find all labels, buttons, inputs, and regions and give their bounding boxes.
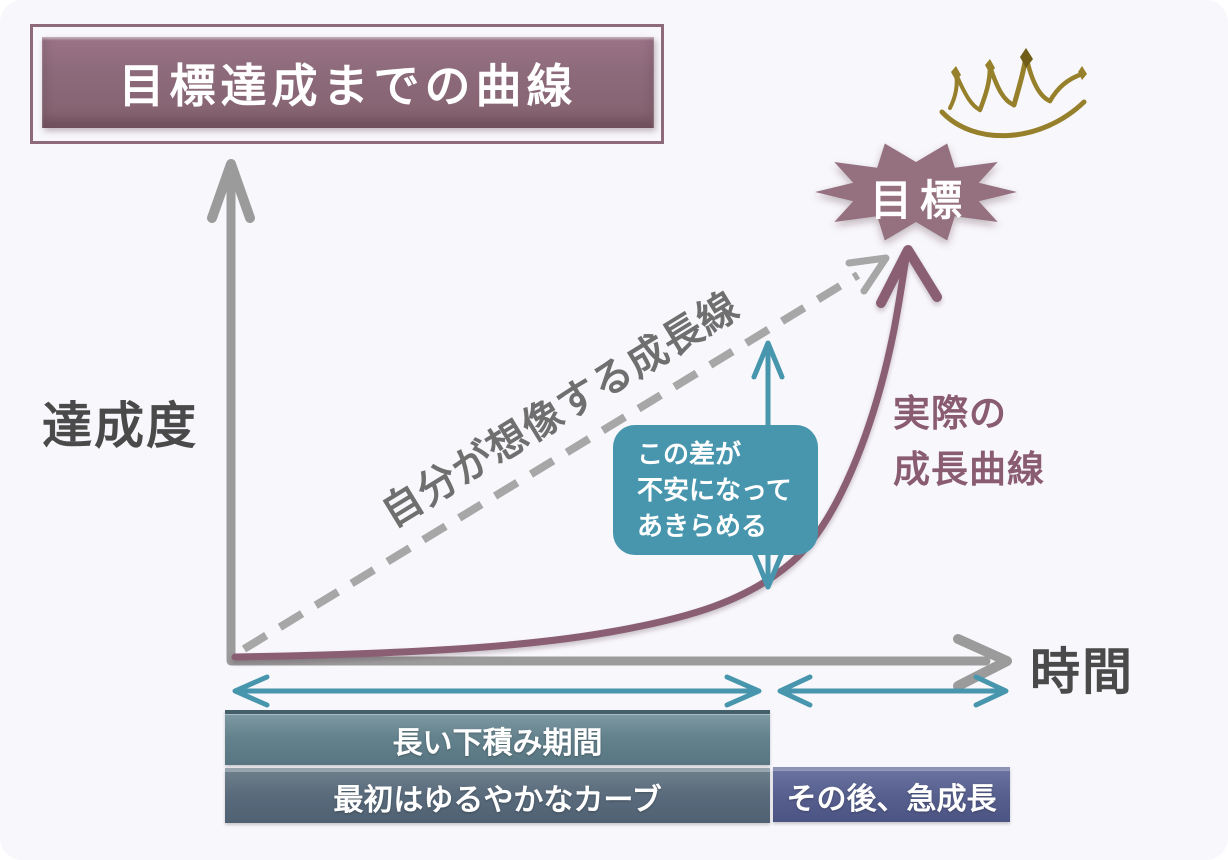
y-axis-arrowhead [207, 159, 255, 223]
title-banner: 目標達成までの曲線 [42, 37, 654, 128]
actual-growth-curve [231, 245, 942, 661]
phase-bar-long-label: 長い下積み期間 [392, 726, 603, 760]
y-axis-label: 達成度 [42, 398, 198, 454]
imagined-line-arrowhead [845, 254, 890, 295]
crown-icon [939, 48, 1087, 139]
gap-arrow-top-head [751, 340, 785, 380]
x-axis-label: 時間 [1030, 644, 1134, 700]
page-title: 目標達成までの曲線 [118, 59, 578, 112]
phase-bar-slow-start: 最初はゆるやかなカーブ [225, 768, 770, 823]
phase-bar-rapid-label: その後、急成長 [786, 783, 997, 816]
goal-badge-label: 目標 [869, 177, 970, 224]
starburst-badge [815, 143, 1017, 241]
gap-arrow-bottom-head [751, 550, 785, 590]
phase-bar-long-preparation: 長い下積み期間 [225, 710, 770, 765]
imagined-growth-line [241, 254, 890, 653]
title-outline-box [30, 24, 664, 144]
actual-curve-arrowhead [876, 245, 942, 308]
phase-range-arrows [232, 674, 1009, 708]
phase-bar-slow-label: 最初はゆるやかなカーブ [333, 784, 662, 817]
phase-bar-rapid-growth: その後、急成長 [773, 767, 1010, 822]
actual-curve-label: 実際の 成長曲線 [893, 393, 1045, 490]
gap-callout: この差が 不安になって あきらめる [613, 425, 818, 555]
